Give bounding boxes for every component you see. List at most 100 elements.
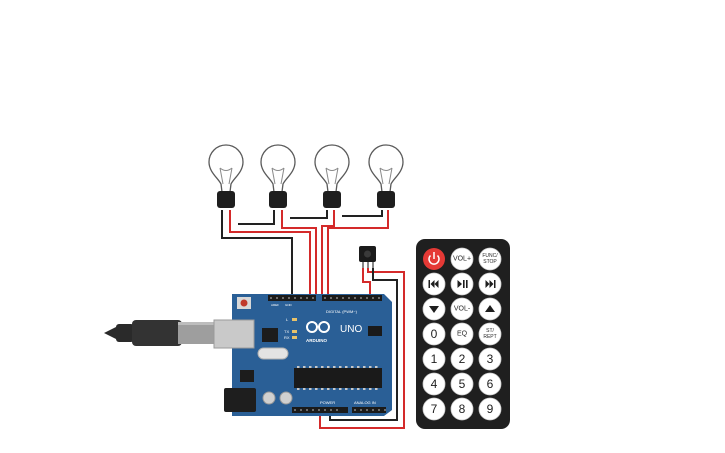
header-pin[interactable] [294,297,296,299]
wire-bulb2-red[interactable] [281,210,317,296]
chip-pin [357,388,360,390]
number-button-9[interactable]: 9 [478,397,502,421]
header-pin[interactable] [306,297,308,299]
header-pin[interactable] [330,409,332,411]
header-pin[interactable] [276,297,278,299]
arduino-uno-board[interactable]: UNO ARDUINO DIGITAL (PWM~) POWER ANALOG … [213,294,392,416]
header-pin[interactable] [270,297,272,299]
header-pin[interactable] [354,297,356,299]
wire-bulb3-black[interactable] [290,210,328,219]
header-pin[interactable] [324,409,326,411]
ir-remote[interactable]: VOL+ FUNC/ STOP [416,239,510,429]
chip-pin [369,388,372,390]
header-pin[interactable] [378,409,380,411]
down-button[interactable] [422,297,446,321]
bulb-4[interactable] [368,144,404,208]
chip-pin [321,366,324,368]
chip-pin [333,388,336,390]
header-pin[interactable] [312,409,314,411]
chip-pin [339,388,342,390]
wire-bulb1-black[interactable] [221,210,293,296]
header-pin[interactable] [372,409,374,411]
wire-ir-signal[interactable] [362,262,371,296]
header-pin[interactable] [372,297,374,299]
digital-label: DIGITAL (PWM~) [326,309,358,314]
header-pin[interactable] [336,297,338,299]
prev-button[interactable] [422,272,446,296]
header-pin[interactable] [360,297,362,299]
svg-text:0: 0 [431,327,438,341]
header-pin[interactable] [282,297,284,299]
wire-ir-gnd[interactable] [329,262,398,421]
svg-text:3: 3 [487,352,494,366]
led-l [292,318,297,321]
gnd-label: GND [285,303,293,307]
header-pin[interactable] [288,297,290,299]
ir-receiver[interactable] [359,246,376,268]
play-pause-button[interactable] [450,272,474,296]
chip-pin [375,388,378,390]
bulb-3[interactable] [314,144,350,208]
number-button-3[interactable]: 3 [478,347,502,371]
header-pin[interactable] [294,409,296,411]
wire-ir-vcc[interactable] [319,262,405,429]
header-pin[interactable] [342,297,344,299]
zero-button[interactable]: 0 [422,322,446,346]
header-pin[interactable] [300,409,302,411]
number-button-7[interactable]: 7 [422,397,446,421]
bulb-1[interactable] [208,144,244,208]
number-button-1[interactable]: 1 [422,347,446,371]
number-button-2[interactable]: 2 [450,347,474,371]
vol-down-button[interactable]: VOL- [450,297,474,321]
func-stop-button[interactable]: FUNC/ STOP [478,247,502,271]
number-button-4[interactable]: 4 [422,372,446,396]
digital-header-2[interactable] [322,295,382,301]
usb-port [213,319,255,349]
number-button-5[interactable]: 5 [450,372,474,396]
svg-text:7: 7 [431,402,438,416]
header-pin[interactable] [312,297,314,299]
power-button[interactable] [423,248,445,270]
chip-pin [321,388,324,390]
header-pin[interactable] [306,409,308,411]
chip-pin [309,388,312,390]
header-pin[interactable] [360,409,362,411]
header-pin[interactable] [348,297,350,299]
chip-pin [297,366,300,368]
number-button-6[interactable]: 6 [478,372,502,396]
wire-bulb2-black[interactable] [238,210,275,225]
header-pin[interactable] [384,409,386,411]
eq-button[interactable]: EQ [450,322,474,346]
header-pin[interactable] [300,297,302,299]
chip-pin [375,366,378,368]
header-pin[interactable] [378,297,380,299]
vol-up-button[interactable]: VOL+ [450,247,474,271]
usb-cable[interactable] [104,320,216,346]
header-pin[interactable] [330,297,332,299]
header-pin[interactable] [366,297,368,299]
wire-bulb4-black[interactable] [342,210,383,217]
chip-pin [327,388,330,390]
header-pin[interactable] [366,409,368,411]
header-pin[interactable] [336,409,338,411]
number-button-8[interactable]: 8 [450,397,474,421]
up-button[interactable] [478,297,502,321]
wire-bulb3-red[interactable] [321,210,335,296]
svg-text:EQ: EQ [457,331,468,338]
aref-label: AREF [271,303,279,307]
wire-bulb1-red[interactable] [229,210,311,296]
st-rept-button[interactable]: ST/ REPT [478,322,502,346]
voltage-regulator [240,370,254,382]
digital-header-1[interactable] [268,295,316,301]
analog-label: ANALOG IN [354,400,376,405]
header-pin[interactable] [324,297,326,299]
svg-text:STOP: STOP [483,259,497,265]
header-pin[interactable] [318,409,320,411]
wire-bulb4-red[interactable] [327,210,389,296]
bulb-2[interactable] [260,144,296,208]
arduino-logo [306,321,330,333]
header-pin[interactable] [354,409,356,411]
next-button[interactable] [478,272,502,296]
analog-header[interactable] [352,407,386,413]
